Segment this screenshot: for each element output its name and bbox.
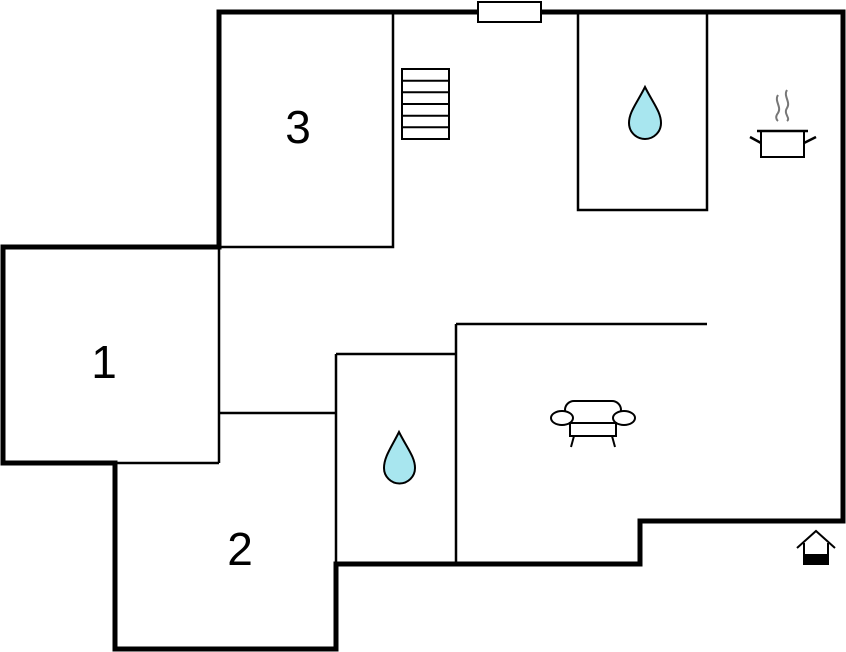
room-number-3: 3	[285, 101, 311, 153]
room-number-1: 1	[91, 336, 117, 388]
interior-walls	[115, 12, 709, 564]
water-drop-icon	[382, 429, 417, 485]
stairs-icon	[401, 68, 450, 140]
outer-wall	[0, 9, 846, 652]
window	[477, 1, 542, 23]
cooking-pot-icon	[749, 89, 817, 158]
entrance-icon	[796, 529, 836, 565]
sofa-icon	[550, 400, 636, 448]
water-drop-icon	[627, 84, 663, 140]
room-number-2: 2	[227, 523, 253, 575]
